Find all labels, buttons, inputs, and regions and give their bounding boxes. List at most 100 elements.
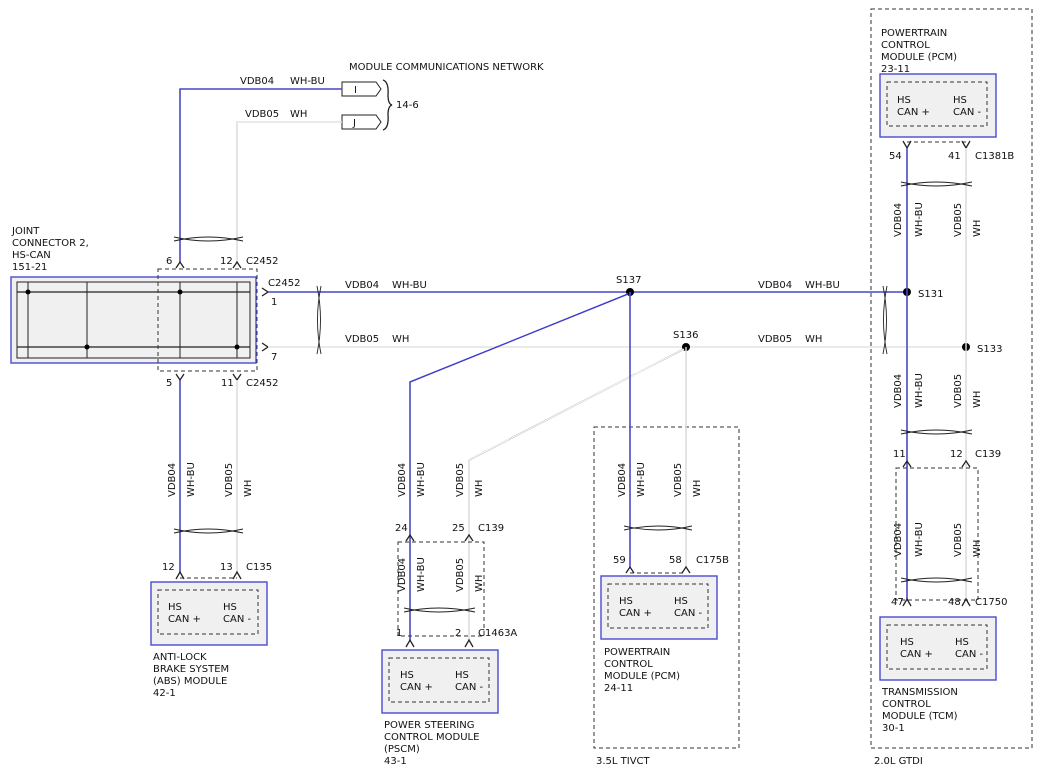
twist-mark-gtdi-mid [900, 429, 973, 435]
pin-41: 41 [948, 151, 961, 162]
network-pin-j-shape [341, 114, 382, 130]
splice-s137-label: S137 [616, 275, 641, 286]
splice-s133-label: S133 [977, 344, 1002, 355]
twist-mark-top [173, 236, 244, 242]
pcm-gtdi-name-4: 23-11 [881, 64, 910, 75]
twist-mark-pcm-tivct [623, 525, 693, 531]
pin-58: 58 [669, 555, 682, 566]
pcm-tivct-name-3: MODULE (PCM) [604, 671, 680, 682]
bus-color-whbu-left: WH-BU [392, 280, 427, 291]
pcm-tivct-name-4: 24-11 [604, 683, 633, 694]
pcm-tivct-name-1: POWERTRAIN [604, 647, 670, 658]
pcm-tivct-color-whbu: WH-BU [636, 462, 647, 497]
gtdi-label-vdb05-mid: VDB05 [953, 374, 964, 408]
gtdi-label-vdb04-top: VDB04 [893, 203, 904, 237]
gtdi-label-vdb05-top: VDB05 [953, 203, 964, 237]
pin-54: 54 [889, 151, 902, 162]
pscm-can-plus: CAN + [400, 682, 433, 693]
pcm-gtdi-can-minus: CAN - [953, 107, 981, 118]
pscm-name-4: 43-1 [384, 756, 407, 767]
network-pin-i-shape [341, 81, 382, 97]
pin-25: 25 [452, 523, 465, 534]
pin-13: 13 [220, 562, 233, 573]
pcm-gtdi-name-2: CONTROL [881, 40, 930, 51]
pscm-can-minus: CAN - [455, 682, 483, 693]
abs-name-2: BRAKE SYSTEM [153, 664, 229, 675]
tivct-enclosure [593, 426, 740, 749]
gtdi-color-wh-top: WH [972, 220, 983, 237]
bus-color-wh-right: WH [805, 334, 822, 345]
pin-12-abs: 12 [162, 562, 175, 573]
connector-c135: C135 [246, 562, 272, 573]
pin-6: 6 [166, 256, 172, 267]
network-pin-j: J [352, 118, 356, 129]
network-title: MODULE COMMUNICATIONS NETWORK [349, 62, 544, 73]
tcm-name-1: TRANSMISSION [881, 687, 958, 698]
connector-c2452-right: C2452 [268, 278, 300, 289]
wire-label-vdb05-top: VDB05 [245, 109, 279, 120]
connector-c2452-top: C2452 [246, 256, 278, 267]
twist-mark-abs [173, 528, 244, 534]
connector-c175b: C175B [696, 555, 729, 566]
pcm-tivct-can-minus: CAN - [674, 608, 702, 619]
pcm-tivct-hs-plus: HS [619, 596, 633, 607]
twist-mark-bus-left [316, 285, 322, 355]
tcm-name-3: MODULE (TCM) [882, 711, 958, 722]
tivct-label: 3.5L TIVCT [596, 756, 651, 767]
pin-7: 7 [271, 352, 277, 363]
tcm-hs-plus: HS [900, 637, 914, 648]
pscm-label-vdb05-upper: VDB05 [455, 463, 466, 497]
abs-can-minus: CAN - [223, 614, 251, 625]
gtdi-color-whbu-mid: WH-BU [914, 373, 925, 408]
abs-hs-plus: HS [168, 602, 182, 613]
abs-color-whbu: WH-BU [186, 462, 197, 497]
joint-label-4: 151-21 [12, 262, 47, 273]
connector-c2452-bottom: C2452 [246, 378, 278, 389]
connector-c139-pscm: C139 [478, 523, 504, 534]
wire-color-wh-top: WH [290, 109, 307, 120]
pscm-name-3: (PSCM) [384, 744, 420, 755]
connector-c1463a: C1463A [478, 628, 517, 639]
gtdi-color-wh-low: WH [972, 540, 983, 557]
twist-mark-pscm [403, 607, 476, 613]
bus-label-vdb04-right: VDB04 [758, 280, 792, 291]
abs-name-1: ANTI-LOCK [153, 652, 207, 663]
joint-connector-box [10, 276, 257, 364]
abs-color-wh: WH [243, 480, 254, 497]
gtdi-color-whbu-top: WH-BU [914, 202, 925, 237]
tcm-can-minus: CAN - [955, 649, 983, 660]
bus-label-vdb04-left: VDB04 [345, 280, 379, 291]
pcm-gtdi-can-plus: CAN + [897, 107, 930, 118]
joint-label-1: JOINT [11, 226, 40, 237]
gtdi-color-whbu-low: WH-BU [914, 522, 925, 557]
pcm-gtdi-hs-minus: HS [953, 95, 967, 106]
twist-mark-gtdi-low [900, 577, 973, 583]
wire-color-whbu-top: WH-BU [290, 76, 325, 87]
abs-name-3: (ABS) MODULE [153, 676, 227, 687]
abs-label-vdb04: VDB04 [167, 463, 178, 497]
pin-1: 1 [271, 297, 277, 308]
pscm-color-wh-upper: WH [474, 480, 485, 497]
pscm-label-vdb05-lower: VDB05 [455, 558, 466, 592]
pin-24: 24 [395, 523, 408, 534]
wire-pscm-vdb04 [409, 293, 629, 640]
pscm-color-whbu-lower: WH-BU [416, 557, 427, 592]
connector-c1750: C1750 [975, 597, 1007, 608]
pscm-hs-plus: HS [400, 670, 414, 681]
pin-2-pscm: 2 [455, 628, 461, 639]
pcm-gtdi-hs-plus: HS [897, 95, 911, 106]
gtdi-label-vdb05-low: VDB05 [953, 523, 964, 557]
pcm-tivct-label-vdb05: VDB05 [673, 463, 684, 497]
pcm-gtdi-name-3: MODULE (PCM) [881, 52, 957, 63]
pin-11: 11 [221, 378, 234, 389]
network-ref: 14-6 [396, 100, 419, 111]
pin-47: 47 [891, 597, 904, 608]
pscm-name-1: POWER STEERING [384, 720, 474, 731]
pin-59: 59 [613, 555, 626, 566]
splice-s136-label: S136 [673, 330, 698, 341]
abs-label-vdb05: VDB05 [224, 463, 235, 497]
abs-name-4: 42-1 [153, 688, 176, 699]
splice-s131-label: S131 [918, 289, 943, 300]
abs-can-plus: CAN + [168, 614, 201, 625]
wire-vdb05-network [236, 121, 342, 262]
